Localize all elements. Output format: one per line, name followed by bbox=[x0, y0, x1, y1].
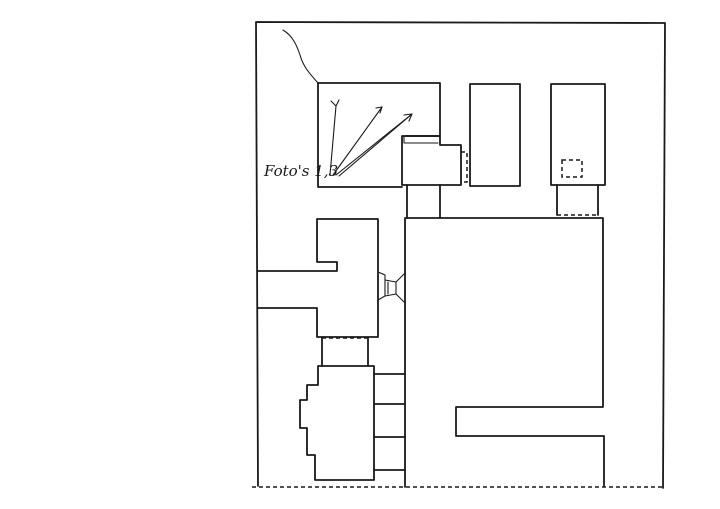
connector-block bbox=[401, 135, 468, 219]
building-bottom-left bbox=[299, 365, 375, 481]
photo-label: Foto's 1,3 bbox=[263, 162, 338, 180]
building-top-middle bbox=[469, 83, 521, 187]
terrain-curve bbox=[282, 29, 319, 84]
stacked-boxes bbox=[373, 373, 406, 471]
building-top-right bbox=[550, 83, 606, 216]
corridor-left bbox=[321, 337, 369, 367]
photo-arrows bbox=[329, 99, 413, 177]
building-main bbox=[404, 217, 605, 488]
site-boundary bbox=[252, 21, 666, 489]
building-left-middle bbox=[257, 218, 405, 338]
